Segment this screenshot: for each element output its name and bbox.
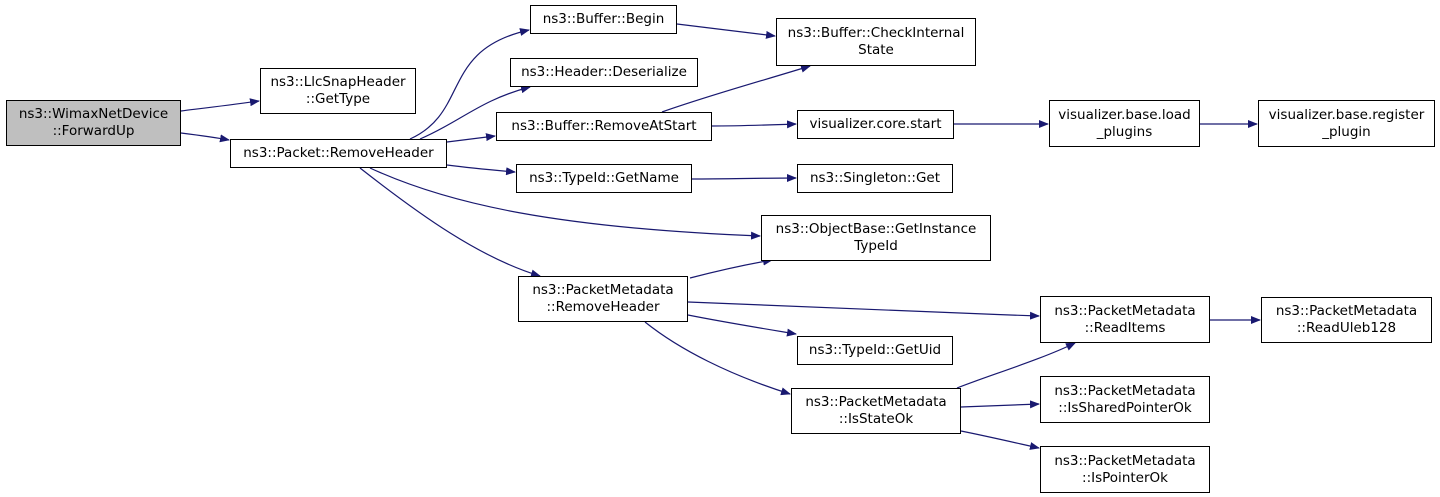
node-label-line: ns3::ObjectBase::GetInstance (775, 221, 977, 237)
node-typeid-get-uid[interactable]: ns3::TypeId::GetUid (797, 336, 953, 365)
node-label-line: visualizer.core.start (809, 116, 942, 132)
node-label-line: ns3::Singleton::Get (809, 170, 941, 186)
node-label-line: ::RemoveHeader (546, 299, 660, 315)
node-buffer-begin[interactable]: ns3::Buffer::Begin (530, 5, 677, 34)
node-packet-metadata-read-uleb128[interactable]: ns3::PacketMetadata ::ReadUleb128 (1261, 297, 1432, 343)
edge-layer (180, 23, 1261, 450)
node-packet-metadata-is-state-ok[interactable]: ns3::PacketMetadata ::IsStateOk (791, 388, 961, 434)
node-label-line: ::IsSharedPointerOk (1058, 399, 1192, 416)
edge-pm-remove-header-to-objectbase-get-instance (689, 257, 773, 279)
node-label-line: ns3::PacketMetadata (1275, 303, 1418, 319)
node-packet-remove-header[interactable]: ns3::Packet::RemoveHeader (230, 139, 447, 168)
edge-pm-remove-header-to-pm-is-state-ok (644, 321, 791, 396)
edge-wimax-forward-up-to-llcsnap-get-type (180, 98, 260, 112)
edge-buffer-begin-to-buffer-check-internal (676, 23, 776, 39)
edge-typeid-get-name-to-singleton-get (691, 174, 797, 183)
node-label-line: State (858, 42, 894, 58)
node-label-line: ns3::Header::Deserialize (521, 64, 687, 80)
node-packet-metadata-read-items[interactable]: ns3::PacketMetadata ::ReadItems (1040, 296, 1210, 343)
edge-packet-remove-header-to-pm-remove-header (359, 167, 541, 278)
edge-packet-remove-header-to-objectbase-get-instance (369, 167, 761, 240)
node-label-line: ::IsPointerOk (1082, 469, 1168, 486)
node-label-line: ns3::PacketMetadata (1054, 382, 1196, 399)
node-label-line: ns3::PacketMetadata (532, 282, 674, 298)
node-label-line: ::ReadUleb128 (1296, 320, 1397, 336)
edge-packet-remove-header-to-header-deserialize (419, 85, 531, 140)
node-label-line: ::IsStateOk (838, 411, 914, 427)
node-label-line: TypeId (854, 238, 898, 254)
edge-pm-is-state-ok-to-pm-is-shared-pointer-ok (960, 400, 1040, 409)
node-packet-metadata-is-pointer-ok[interactable]: ns3::PacketMetadata ::IsPointerOk (1040, 446, 1210, 493)
edge-wimax-forward-up-to-packet-remove-header (180, 132, 230, 143)
edge-buffer-remove-at-start-to-buffer-check-internal (661, 64, 811, 113)
edge-pm-is-state-ok-to-pm-read-items (956, 342, 1076, 389)
node-label-line: ::ForwardUp (52, 123, 135, 139)
node-header-deserialize[interactable]: ns3::Header::Deserialize (510, 58, 698, 87)
edge-packet-remove-header-to-buffer-begin (409, 28, 530, 140)
node-llc-snap-header-get-type[interactable]: ns3::LlcSnapHeader ::GetType (260, 68, 416, 114)
node-label-line: ns3::Buffer::CheckInternal (787, 25, 965, 41)
node-label-line: ::GetType (305, 91, 371, 107)
edge-packet-remove-header-to-buffer-remove-at-start (446, 133, 496, 143)
node-label-line: ns3::LlcSnapHeader (270, 74, 406, 90)
node-label-line: ns3::WimaxNetDevice (18, 106, 169, 122)
node-label-line: ::ReadItems (1084, 319, 1166, 336)
node-label-line: ns3::TypeId::GetUid (808, 342, 942, 358)
node-wimax-net-device-forward-up[interactable]: ns3::WimaxNetDevice ::ForwardUp (6, 100, 181, 146)
edge-packet-remove-header-to-typeid-get-name (446, 164, 516, 176)
node-label-line: _plugins (1096, 123, 1153, 140)
node-packet-metadata-is-shared-pointer-ok[interactable]: ns3::PacketMetadata ::IsSharedPointerOk (1040, 376, 1210, 423)
node-label-line: visualizer.base.register (1268, 106, 1425, 123)
node-label-line: ns3::PacketMetadata (805, 394, 947, 410)
node-buffer-check-internal-state[interactable]: ns3::Buffer::CheckInternal State (776, 18, 976, 66)
edge-pm-remove-header-to-pm-read-items (687, 301, 1040, 320)
node-visualizer-base-load-plugins[interactable]: visualizer.base.load _plugins (1049, 100, 1200, 147)
node-visualizer-base-register-plugin[interactable]: visualizer.base.register _plugin (1258, 100, 1435, 147)
node-buffer-remove-at-start[interactable]: ns3::Buffer::RemoveAtStart (496, 112, 712, 141)
node-packet-metadata-remove-header[interactable]: ns3::PacketMetadata ::RemoveHeader (518, 276, 688, 322)
node-label-line: ns3::PacketMetadata (1054, 452, 1196, 469)
edge-pm-remove-header-to-typeid-get-uid (687, 314, 797, 337)
node-visualizer-core-start[interactable]: visualizer.core.start (797, 110, 954, 139)
node-singleton-get[interactable]: ns3::Singleton::Get (797, 164, 953, 193)
edge-buffer-remove-at-start-to-vis-core-start (711, 120, 797, 129)
node-label-line: ns3::Buffer::RemoveAtStart (511, 118, 697, 134)
node-object-base-get-instance-type-id[interactable]: ns3::ObjectBase::GetInstance TypeId (761, 215, 991, 261)
edge-pm-is-state-ok-to-pm-is-pointer-ok (960, 430, 1040, 450)
node-label-line: _plugin (1322, 123, 1371, 140)
node-label-line: ns3::TypeId::GetName (529, 170, 679, 186)
node-label-line: visualizer.base.load (1058, 106, 1191, 123)
node-typeid-get-name[interactable]: ns3::TypeId::GetName (516, 164, 692, 193)
node-label-line: ns3::Buffer::Begin (542, 11, 665, 27)
node-label-line: ns3::PacketMetadata (1054, 302, 1196, 319)
node-label-line: ns3::Packet::RemoveHeader (243, 145, 434, 161)
